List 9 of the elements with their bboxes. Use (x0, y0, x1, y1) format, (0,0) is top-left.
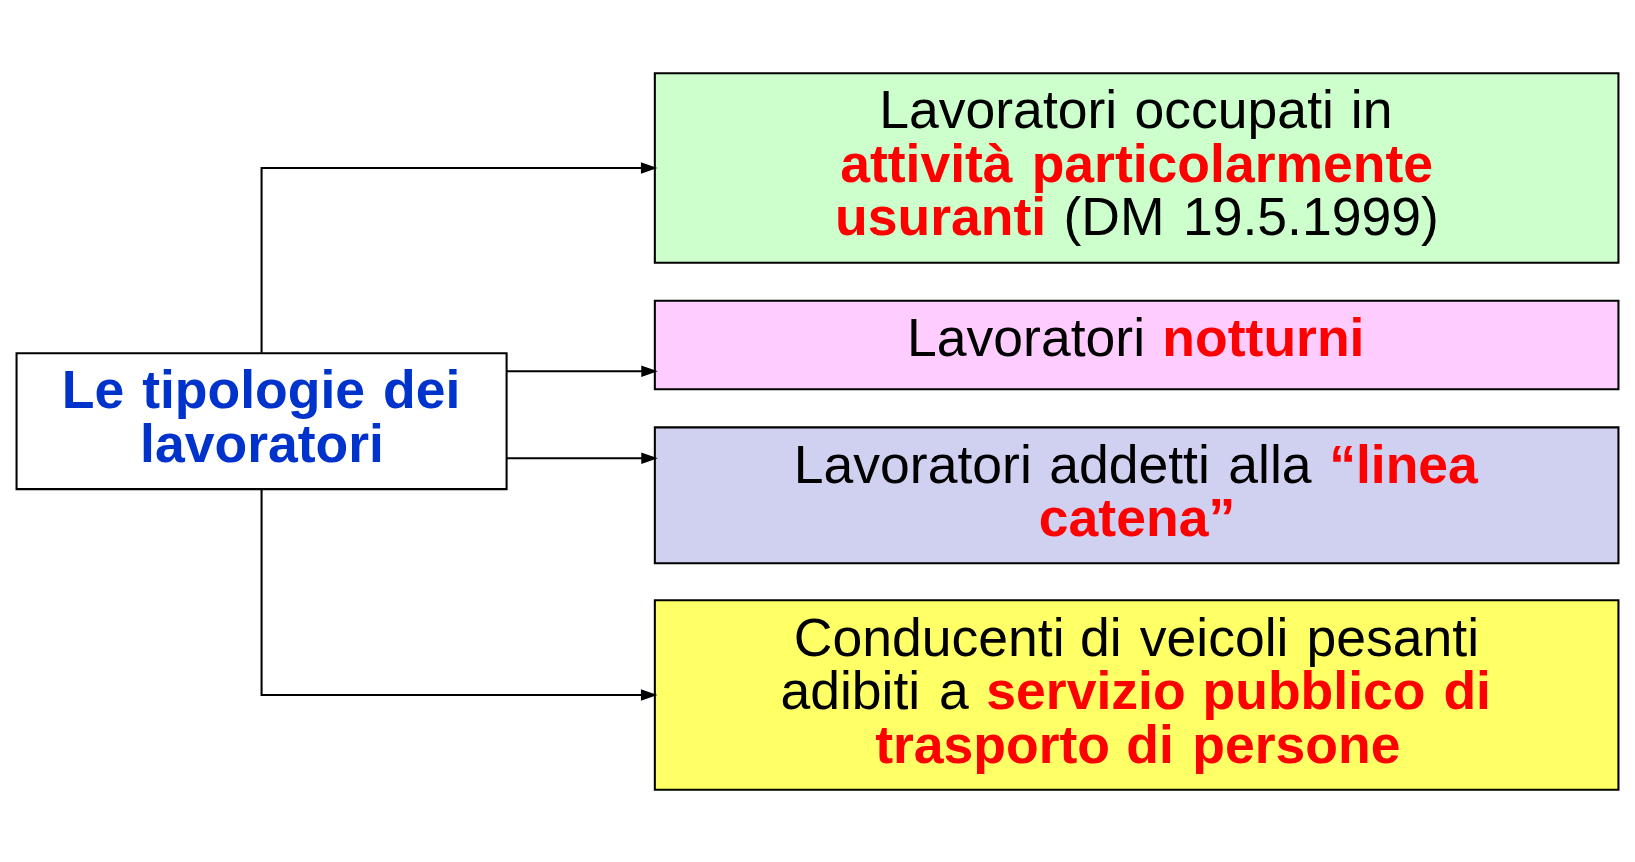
node-box: Lavoratori notturni (653, 299, 1620, 390)
arrow (260, 161, 658, 353)
node-box: Lavoratori addetti alla “linea catena” (653, 425, 1620, 564)
arrow (507, 452, 658, 464)
node-box: Conducenti di veicoli pesanti adibiti a servizio pubblico di trasporto di persone (653, 598, 1620, 791)
node-box: Lavoratori occupati in attività particolarmente usuranti (DM 19.5.1999) (653, 71, 1620, 264)
arrow (260, 489, 658, 701)
arrow (507, 365, 658, 377)
node-box: Le tipologie dei lavoratori (15, 351, 508, 490)
